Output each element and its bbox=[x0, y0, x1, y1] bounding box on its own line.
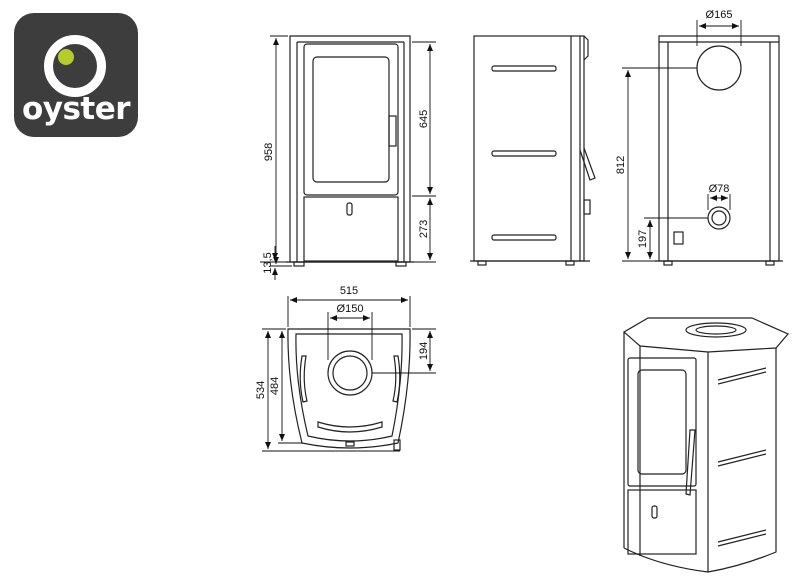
front-glass bbox=[312, 56, 390, 183]
rear-view bbox=[655, 35, 783, 266]
dim-width: 515 bbox=[340, 285, 358, 297]
perspective-drawer bbox=[627, 489, 697, 555]
perspective-handle bbox=[685, 429, 696, 496]
front-view bbox=[286, 35, 414, 267]
dim-flue-height: 812 bbox=[615, 156, 627, 174]
dim-depth-body: 484 bbox=[269, 377, 281, 395]
side-handle bbox=[579, 147, 596, 181]
front-drawer bbox=[303, 196, 399, 262]
dim-height-total: 958 bbox=[263, 143, 275, 161]
perspective-view bbox=[622, 317, 789, 573]
logo-dot-icon bbox=[58, 49, 74, 65]
oyster-logo: oyster bbox=[14, 13, 138, 137]
logo-ring-icon bbox=[44, 35, 106, 97]
flue-outlet bbox=[696, 45, 742, 91]
dim-flue-diameter: Ø165 bbox=[706, 9, 733, 21]
perspective-glass bbox=[637, 369, 687, 475]
front-dimensions bbox=[260, 35, 436, 280]
perspective-door bbox=[627, 357, 697, 487]
top-dimensions bbox=[262, 296, 436, 452]
top-outlet bbox=[327, 350, 373, 396]
dim-air-height: 197 bbox=[637, 230, 649, 248]
logo-text: oyster bbox=[21, 91, 131, 127]
air-inlet bbox=[707, 206, 731, 230]
dim-drawer-height: 273 bbox=[418, 220, 430, 238]
dim-depth-total: 534 bbox=[255, 381, 267, 399]
stove-top bbox=[622, 317, 789, 353]
dim-outlet-diameter: Ø150 bbox=[337, 303, 364, 315]
top-view bbox=[287, 328, 411, 451]
dim-air-diameter: Ø78 bbox=[709, 183, 730, 195]
dim-outlet-offset: 194 bbox=[418, 342, 430, 360]
rear-dimensions bbox=[622, 20, 742, 262]
front-door bbox=[303, 43, 399, 196]
dim-foot-height: 13,5 bbox=[262, 252, 274, 273]
dim-door-height: 645 bbox=[418, 110, 430, 128]
side-view bbox=[470, 35, 596, 266]
door-handle bbox=[388, 115, 397, 147]
